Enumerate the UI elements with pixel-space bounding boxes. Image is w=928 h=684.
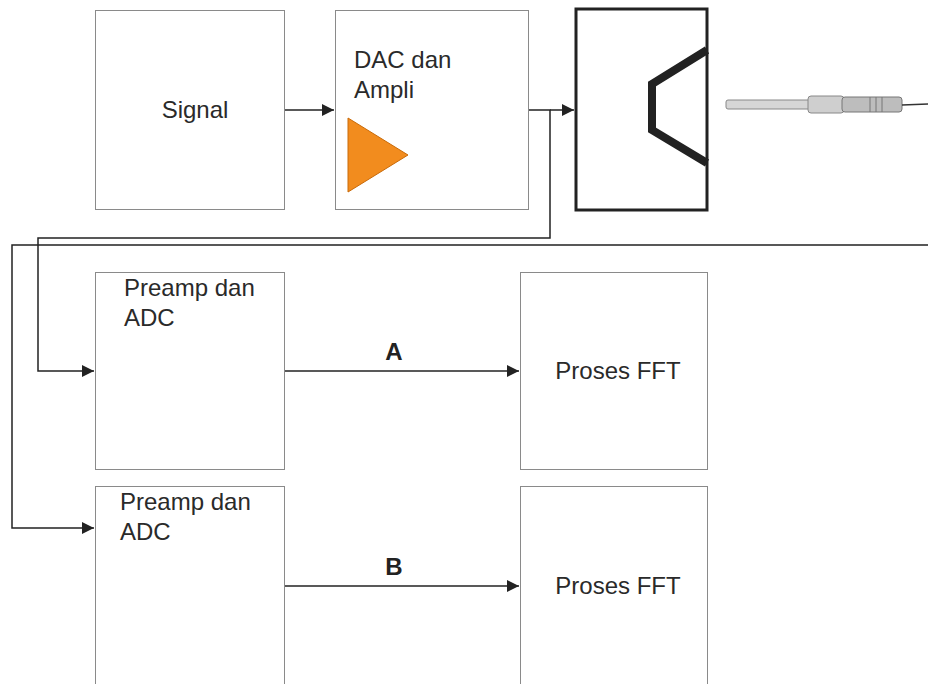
channel-label: A: [382, 339, 405, 365]
process-box: Signal: [95, 10, 285, 210]
process-box: Proses FFT: [520, 272, 708, 470]
signal-arrow: [38, 110, 550, 371]
process-box: Preamp dan ADC: [95, 486, 285, 684]
box-label: Preamp dan ADC: [124, 273, 274, 333]
process-box: Preamp dan ADC: [95, 272, 285, 470]
microphone: [726, 96, 928, 113]
box-label: DAC dan Ampli: [354, 45, 514, 105]
signal-arrow: [285, 585, 519, 587]
box-label: Proses FFT: [555, 356, 680, 386]
box-label: Signal: [162, 95, 229, 125]
speaker-cone: [652, 50, 707, 163]
process-box: Proses FFT: [520, 486, 708, 684]
channel-label: B: [382, 554, 405, 580]
signal-arrow: [285, 370, 519, 372]
process-box: DAC dan Ampli: [335, 10, 529, 210]
signal-arrow: [285, 109, 334, 111]
box-label: Preamp dan ADC: [120, 487, 270, 547]
amplifier-symbol: [348, 118, 408, 192]
speaker-housing: [576, 9, 707, 210]
box-label: Proses FFT: [555, 571, 680, 601]
speaker-wire: [550, 109, 574, 111]
